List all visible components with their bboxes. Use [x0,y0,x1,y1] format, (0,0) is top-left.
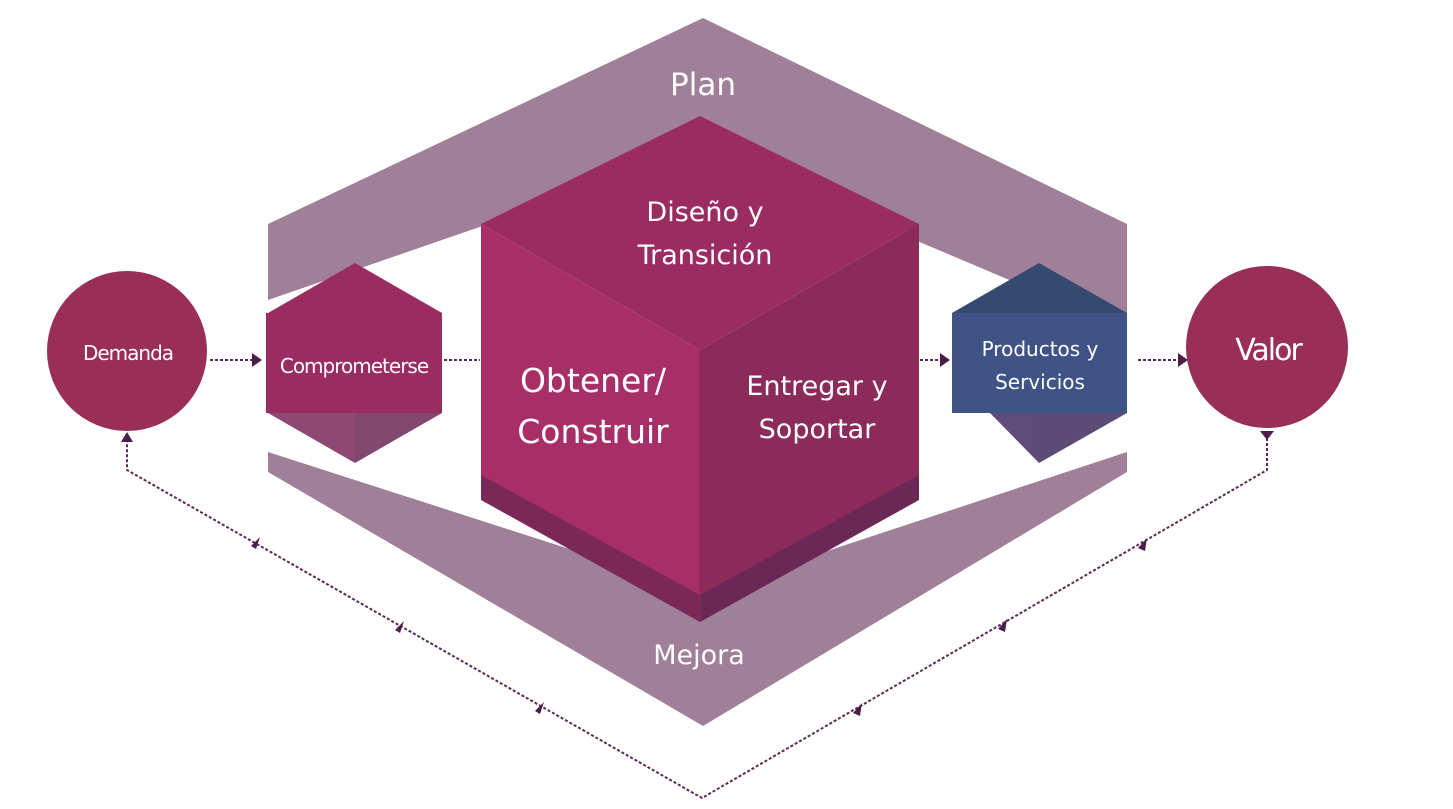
arrow-up-icon [121,432,133,442]
cube-top-label-line1: Diseño y [646,197,763,228]
products-services-node[interactable]: Productos y Servicios [952,263,1127,463]
demand-label: Demanda [83,341,173,365]
commit-node[interactable]: Comprometerse [266,263,442,463]
arrow-up-left-icon [535,702,544,714]
flow-connectors [210,353,1188,367]
arrow-left-icon [853,703,862,716]
products-label-line2: Servicios [995,370,1085,394]
commit-hex-body [266,313,442,413]
products-hex-bottom-right [1039,413,1127,463]
feedback-loop [121,431,1274,800]
demand-circle [47,271,207,431]
commit-hex-bottom-right [355,413,442,463]
cube-shade-right [700,475,919,622]
cube-right-label-line2: Soportar [759,414,877,445]
feedback-path [126,438,1268,800]
arrow-up-left-icon [395,621,404,633]
arrow-up-left-icon [251,537,260,549]
cube-face-left[interactable] [481,224,700,595]
demand-node[interactable]: Demanda [47,271,207,431]
ring-label-mejora: Mejora [653,640,745,671]
value-circle [1186,266,1348,428]
ring-label-plan: Plan [670,67,736,103]
cube-face-top[interactable] [481,116,919,350]
products-label-line1: Productos y [982,337,1099,361]
cube-face-right[interactable] [700,224,919,595]
arrow-right-icon [940,353,950,367]
central-cube: Diseño y Transición Obtener/ Construir E… [481,116,919,622]
value-node[interactable]: Valor [1186,266,1348,428]
products-hex-bottom-left [990,413,1039,463]
arrow-right-icon [252,353,262,367]
cube-left-label-line1: Obtener/ [520,361,667,400]
commit-label: Comprometerse [280,354,429,378]
cube-left-label-line2: Construir [517,412,669,451]
commit-hex-top [268,263,442,313]
value-label: Valor [1235,333,1303,368]
products-hex-body [952,313,1127,413]
commit-hex-bottom-left [268,413,355,463]
arrow-right-icon [1178,353,1188,367]
products-hex-top [952,263,1127,313]
arrow-left-icon [998,619,1007,632]
cube-shade-left [481,475,700,622]
arrow-down-icon [1260,431,1274,440]
plan-improve-ring [268,18,1127,726]
arrow-left-icon [1138,538,1147,551]
cube-top-label-line2: Transición [637,240,773,271]
cube-right-label-line1: Entregar y [746,371,887,402]
